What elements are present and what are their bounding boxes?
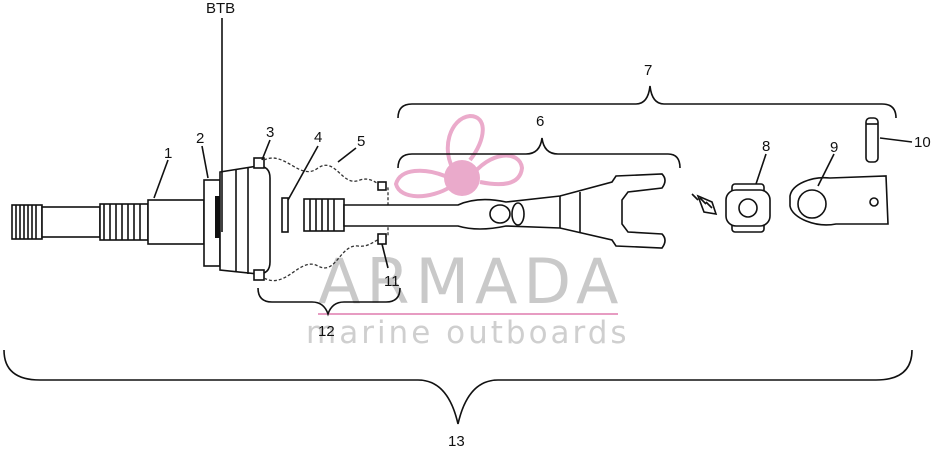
callout-10: 10 (914, 134, 931, 151)
propeller-logo-icon (393, 113, 525, 199)
part-6-yoke-shaft (303, 173, 666, 249)
part-3-cv-housing (219, 157, 271, 281)
leader-lines (153, 18, 913, 269)
part-5-boot (263, 157, 389, 282)
callout-3: 3 (266, 124, 274, 141)
callout-12: 12 (318, 323, 335, 340)
callout-2: 2 (196, 130, 204, 147)
bracket-7 (397, 85, 897, 119)
watermark-subtitle: marine outboards (306, 315, 630, 351)
callout-7: 7 (644, 62, 652, 79)
callout-13: 13 (448, 433, 465, 450)
part-11-pin (377, 233, 387, 245)
part-1-inner-shaft (11, 199, 205, 245)
callout-9: 9 (830, 139, 838, 156)
part-8-u-joint-cross (691, 183, 771, 233)
part-4-clip (281, 197, 289, 233)
callout-11: 11 (384, 273, 400, 290)
part-9-yoke (789, 175, 889, 226)
part-10-roll-pin (865, 117, 879, 163)
callout-btb: BTB (206, 0, 235, 17)
callout-1: 1 (164, 145, 172, 162)
callout-8: 8 (762, 138, 770, 155)
bracket-12 (257, 287, 401, 317)
callout-4: 4 (314, 129, 322, 146)
grease-fitting-icon (691, 193, 718, 216)
watermark-title: ARMADA (318, 245, 624, 318)
bracket-6 (397, 137, 681, 169)
callout-5: 5 (357, 133, 365, 150)
bracket-13 (3, 349, 913, 425)
callout-6: 6 (536, 113, 544, 130)
